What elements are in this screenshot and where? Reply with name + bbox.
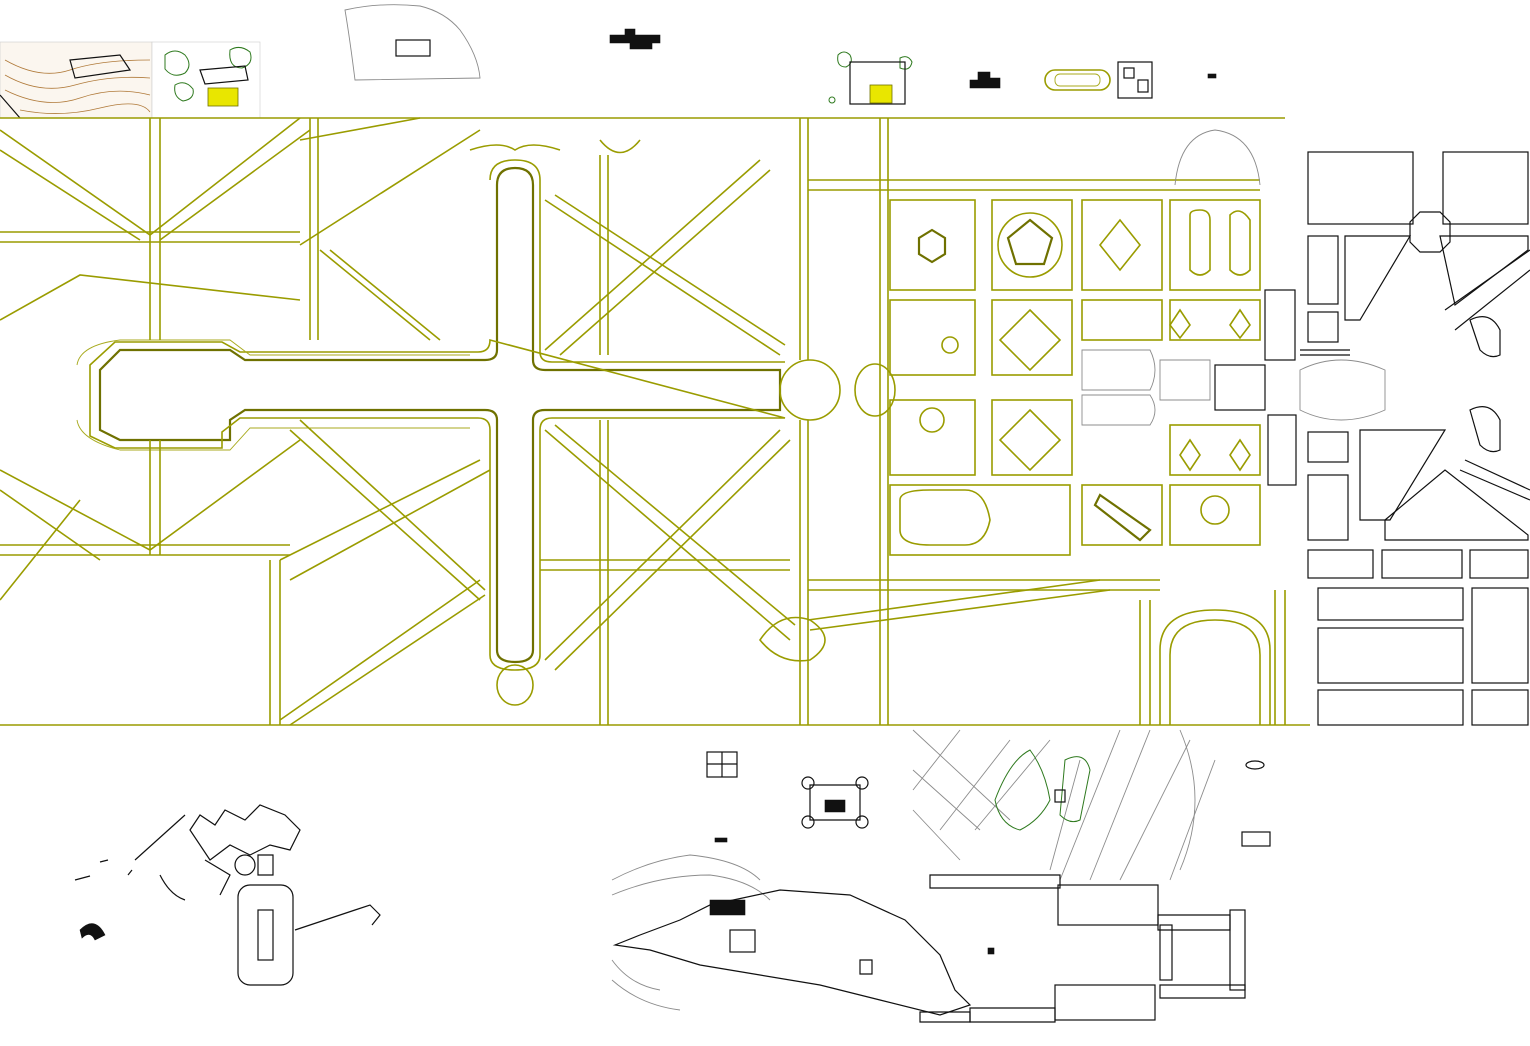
olive-oval-pavilion <box>1044 69 1111 91</box>
hilltop-site-plan-top <box>344 4 481 81</box>
building-plan-small-3 <box>1117 61 1217 99</box>
formal-garden-plan <box>0 117 1310 726</box>
garden-thumbnail-left <box>151 41 261 119</box>
topographic-thumbnail-left <box>0 41 153 119</box>
villa-garden-plan <box>828 51 913 105</box>
building-plan-small-2 <box>969 71 1001 89</box>
water-parterre <box>1081 349 1211 426</box>
town-street-grid <box>1307 151 1530 726</box>
parterre-grid <box>889 199 1261 556</box>
palace-wings-plan <box>919 874 1246 1023</box>
hill-fortress-site <box>611 854 972 1016</box>
archaeological-site-plan <box>74 804 381 986</box>
city-park-map <box>912 729 1271 881</box>
building-plan-square <box>706 751 738 778</box>
bastioned-fortress-plan <box>801 776 869 829</box>
building-plan-small-1 <box>609 28 661 50</box>
palace-building-plan <box>1214 289 1386 486</box>
grand-canal <box>76 159 786 671</box>
small-detail-mark <box>714 837 728 843</box>
